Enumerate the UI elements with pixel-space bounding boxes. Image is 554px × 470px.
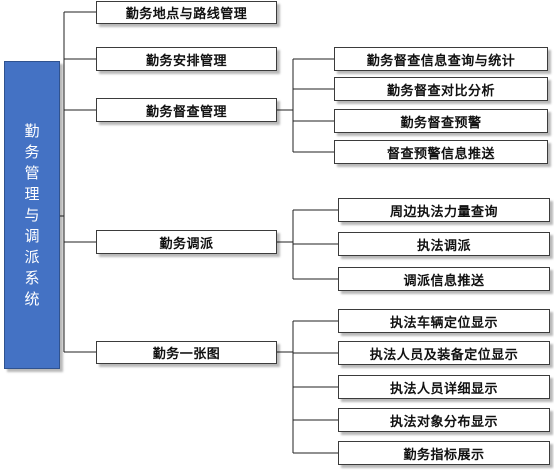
node-label: 勤务督查对比分析: [386, 83, 495, 99]
node-label: 执法人员详细显示: [389, 381, 498, 397]
node-label: 执法调派: [416, 238, 471, 254]
node-supervision-compare: 勤务督查对比分析: [334, 77, 548, 101]
node-nearby-forces: 周边执法力量查询: [338, 198, 550, 222]
node-label: 周边执法力量查询: [389, 204, 498, 220]
node-dispatch: 勤务调派: [96, 230, 277, 254]
node-label: 执法车辆定位显示: [389, 315, 498, 331]
node-label: 勤务一张图: [152, 347, 221, 362]
node-label: 执法对象分布显示: [389, 414, 498, 430]
node-label: 勤务指标展示: [403, 447, 485, 463]
node-location-route: 勤务地点与路线管理: [96, 1, 277, 24]
node-personnel-equipment: 执法人员及装备定位显示: [338, 341, 550, 365]
node-supervision: 勤务督查管理: [96, 98, 277, 122]
node-target-distribution: 执法对象分布显示: [338, 408, 550, 432]
node-label: 勤务督查预警: [400, 115, 482, 131]
node-supervision-warning: 勤务督查预警: [334, 109, 548, 133]
node-schedule: 勤务安排管理: [96, 47, 277, 71]
node-warning-push: 督查预警信息推送: [334, 140, 548, 164]
root-node: 勤务管理与调派系统: [4, 61, 60, 369]
node-personnel-detail: 执法人员详细显示: [338, 375, 550, 399]
root-label: 勤务管理与调派系统: [24, 121, 40, 308]
node-label: 勤务安排管理: [145, 53, 227, 69]
node-dispatch-push: 调派信息推送: [338, 267, 550, 291]
node-map: 勤务一张图: [96, 341, 277, 364]
node-label: 调派信息推送: [403, 273, 485, 289]
node-label: 执法人员及装备定位显示: [369, 347, 519, 363]
node-label: 勤务督查信息查询与统计: [366, 53, 516, 69]
node-label: 勤务督查管理: [145, 104, 227, 120]
node-enforcement-dispatch: 执法调派: [338, 232, 550, 256]
node-indicator-display: 勤务指标展示: [338, 441, 550, 465]
node-supervision-query-stats: 勤务督查信息查询与统计: [334, 47, 548, 71]
node-label: 督查预警信息推送: [386, 146, 495, 162]
node-vehicle-location: 执法车辆定位显示: [338, 309, 550, 333]
node-label: 勤务调派: [159, 236, 214, 252]
node-label: 勤务地点与路线管理: [125, 7, 248, 22]
